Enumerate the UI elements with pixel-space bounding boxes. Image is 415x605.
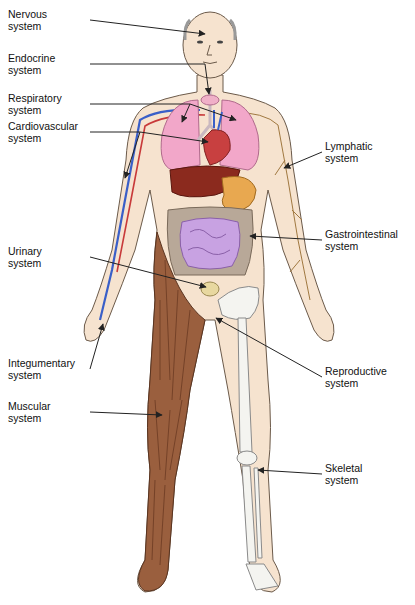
leader-line: [250, 236, 322, 240]
system-label: Integumentary system: [8, 357, 75, 381]
pelvis: [218, 287, 259, 320]
leader-line: [190, 104, 236, 120]
system-label: Cardiovascular system: [8, 120, 78, 144]
leader-line: [90, 132, 140, 178]
system-label: Urinary system: [8, 245, 42, 269]
muscle-fibres: [152, 260, 190, 565]
leg-bones: [218, 287, 278, 591]
system-label: Nervous system: [8, 8, 47, 32]
leader-line: [90, 104, 190, 122]
system-label: Muscular system: [8, 400, 51, 424]
nose: [207, 45, 212, 55]
head: [183, 12, 237, 78]
thyroid: [201, 95, 219, 105]
knee: [237, 451, 257, 465]
leader-line: [140, 132, 208, 142]
tibia: [242, 466, 256, 562]
system-label: Skeletal system: [325, 462, 362, 486]
leader-line: [90, 412, 162, 415]
fibula: [254, 468, 262, 558]
leader-line: [90, 324, 103, 369]
leader-lines: [90, 20, 322, 474]
system-label: Reproductive system: [325, 365, 387, 389]
leader-line: [284, 152, 322, 168]
leader-line: [90, 257, 206, 287]
intestine-coils: [188, 229, 230, 254]
eye: [197, 40, 203, 43]
system-label: Endocrine system: [8, 52, 55, 76]
lung: [161, 100, 200, 170]
leader-line: [216, 318, 322, 377]
mouth: [203, 62, 217, 64]
eye: [217, 40, 223, 43]
bladder: [201, 282, 219, 296]
foot-bones: [246, 564, 278, 590]
small-intestine: [180, 218, 240, 269]
hair: [185, 20, 235, 40]
heart: [204, 130, 231, 165]
stomach: [222, 177, 256, 213]
system-label: Lymphatic system: [325, 140, 372, 164]
leader-line: [90, 64, 209, 94]
body-outline: [84, 75, 334, 592]
femur: [238, 318, 252, 452]
leader-line: [258, 470, 322, 474]
leader-line: [90, 20, 205, 34]
leg-muscles: [139, 232, 206, 591]
large-intestine: [167, 207, 253, 275]
system-label: Respiratory system: [8, 92, 62, 116]
system-label: Gastrointestinal system: [325, 228, 398, 252]
